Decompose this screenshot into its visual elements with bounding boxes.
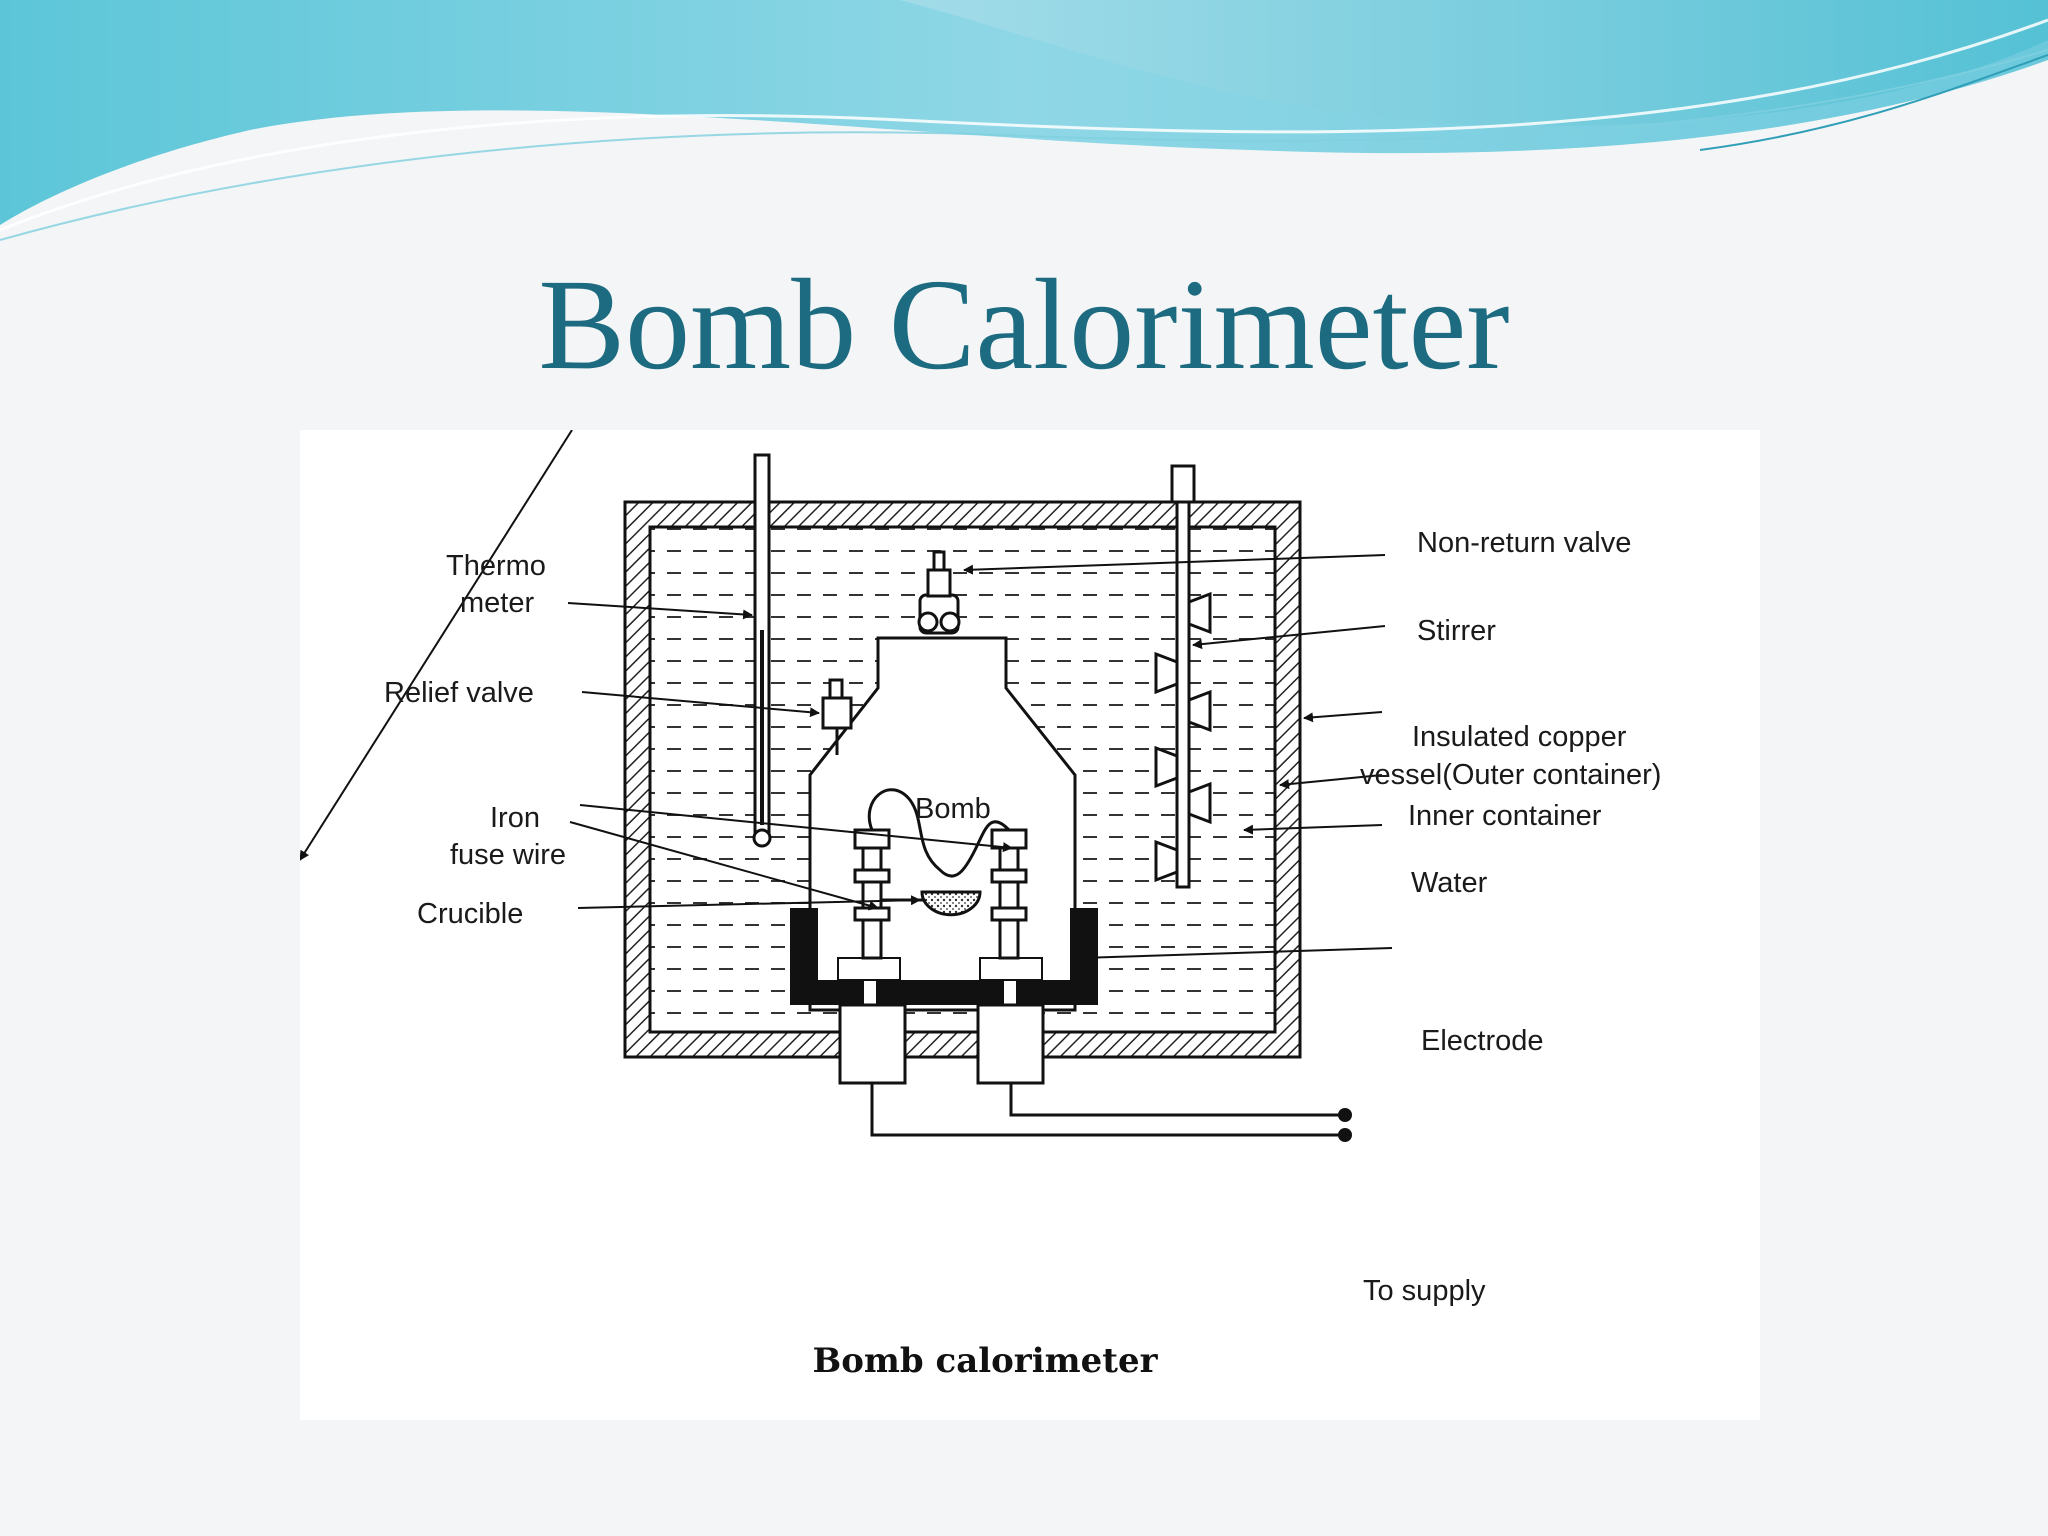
label-relief-valve: Relief valve	[384, 677, 534, 709]
label-thermometer-line2: meter	[460, 587, 534, 619]
header-wave-decoration	[0, 0, 2048, 241]
label-water: Water	[1411, 867, 1488, 899]
stirrer	[1154, 464, 1212, 889]
bomb-base	[790, 908, 1098, 1085]
label-electrode: Electrode	[1421, 1025, 1544, 1057]
label-insulated-copper-vessel-line2: vessel(Outer container)	[1360, 759, 1661, 791]
leader-lines	[300, 430, 1393, 963]
label-to-supply: To supply	[1363, 1275, 1486, 1307]
label-bomb: Bomb	[915, 793, 991, 825]
label-non-return-valve: Non-return valve	[1417, 527, 1631, 559]
label-iron-fuse-wire-line1: Iron	[490, 802, 540, 834]
crucible	[920, 890, 982, 917]
label-iron-fuse-wire-line2: fuse wire	[450, 839, 566, 871]
label-stirrer: Stirrer	[1417, 615, 1496, 647]
slide-title: Bomb Calorimeter	[538, 253, 1510, 397]
label-insulated-copper-vessel-line1: Insulated copper	[1412, 721, 1627, 753]
diagram-caption: Bomb calorimeter	[812, 1341, 1158, 1381]
label-crucible: Crucible	[417, 898, 523, 930]
label-thermometer-line1: Thermo	[446, 550, 546, 582]
label-inner-container: Inner container	[1408, 800, 1602, 832]
supply-wires	[870, 1083, 1352, 1142]
thermometer	[752, 453, 772, 848]
iron-fuse-wire	[867, 788, 1011, 878]
bomb-calorimeter-diagram: Thermo meter Relief valve Iron fuse wire…	[300, 430, 1760, 1420]
